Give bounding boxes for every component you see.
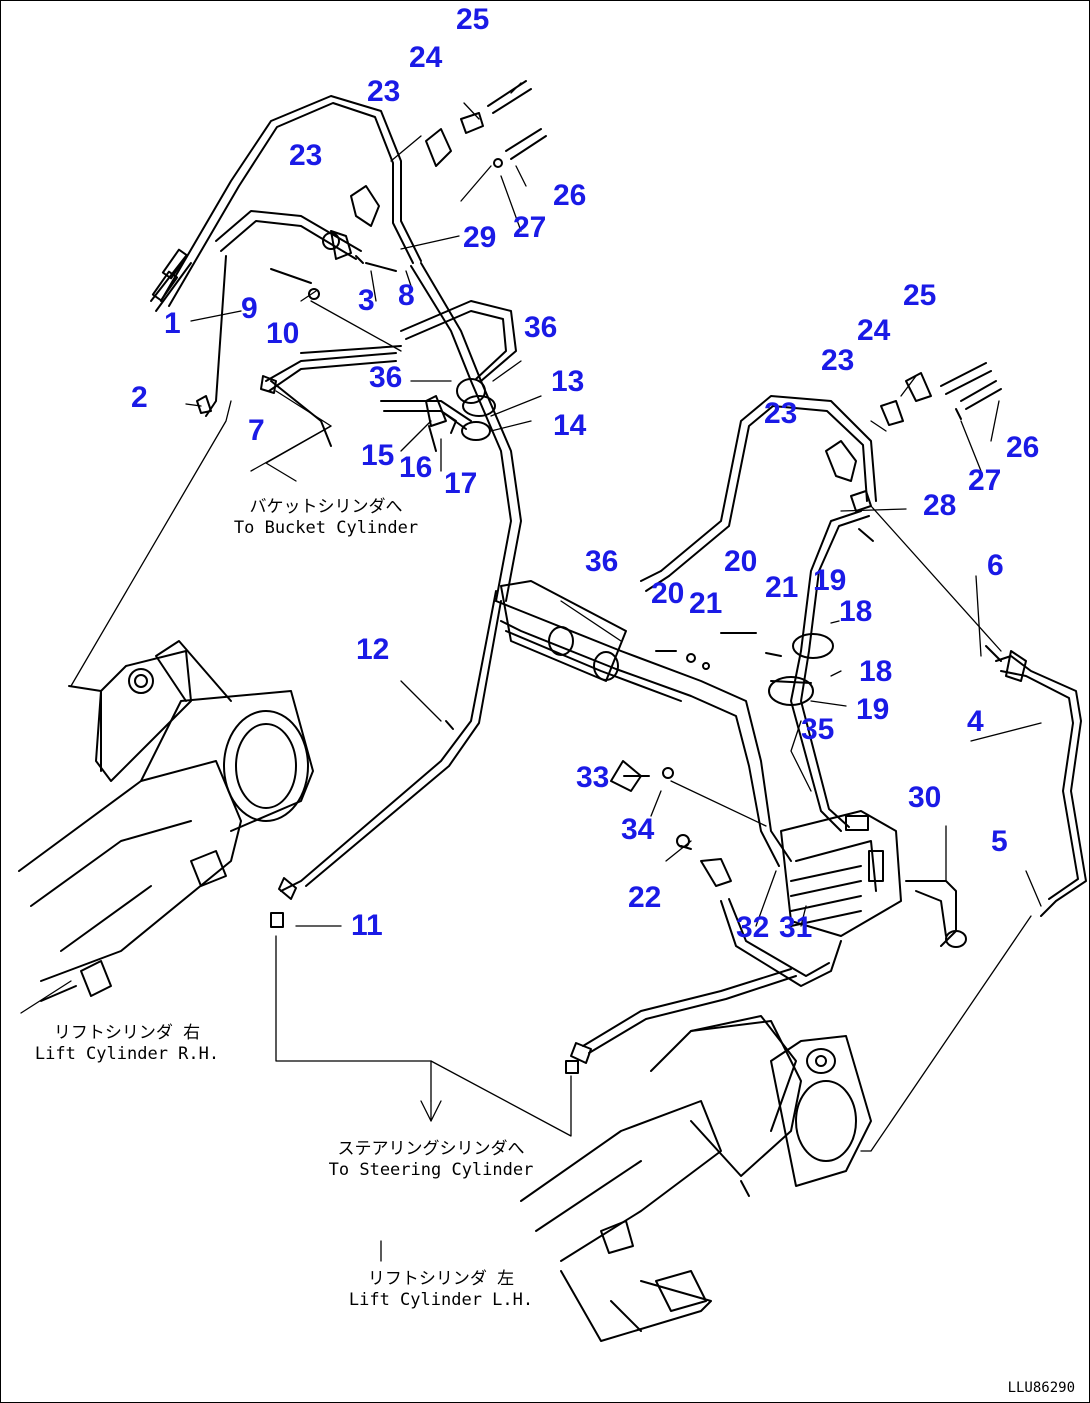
callout-27-top: 27 [513,211,547,244]
callout-21-right: 21 [765,571,799,604]
note-to-bucket-cylinder: バケットシリンダへ To Bucket Cylinder [206,497,446,539]
callout-36-middle: 36 [369,361,403,394]
callout-8: 8 [398,279,415,312]
lift-cylinder-lh [520,1015,872,1342]
callout-18-lower: 18 [859,655,893,688]
drawing-code: LLU86290 [1007,1380,1075,1396]
callout-32: 32 [736,911,770,944]
callout-19-upper: 19 [813,564,847,597]
callout-9: 9 [241,292,258,325]
callout-16: 16 [399,451,433,484]
callout-27-right: 27 [968,464,1002,497]
callout-23-right-lower: 23 [764,397,798,430]
note-lift-cylinder-rh: リフトシリンダ 右 Lift Cylinder R.H. [7,1023,247,1065]
callout-23-top: 23 [367,75,401,108]
note-bucket-jp: バケットシリンダへ [249,497,403,517]
callout-17: 17 [444,467,478,500]
callout-25-top: 25 [456,3,490,36]
callout-3: 3 [358,284,375,317]
note-steering-jp: ステアリングシリンダへ [337,1139,525,1159]
callout-2: 2 [131,381,148,414]
callout-24-top: 24 [409,41,443,74]
callout-4: 4 [967,705,984,738]
callout-14: 14 [553,409,587,442]
note-lift-lh-jp: リフトシリンダ 左 [367,1269,515,1289]
callout-5: 5 [991,825,1008,858]
callout-23-upper-left: 23 [289,139,323,172]
callout-26-top: 26 [553,179,587,212]
callout-12: 12 [356,633,390,666]
callout-36-upper: 36 [524,311,558,344]
callout-13: 13 [551,365,585,398]
callout-15: 15 [361,439,395,472]
callout-22: 22 [628,881,662,914]
callout-1: 1 [164,307,181,340]
note-lift-cylinder-lh: リフトシリンダ 左 Lift Cylinder L.H. [321,1269,561,1311]
callout-7: 7 [248,414,265,447]
callout-10: 10 [266,317,300,350]
note-lift-lh-en: Lift Cylinder L.H. [348,1290,534,1310]
callout-21-left: 21 [689,587,723,620]
callout-34: 34 [621,813,655,846]
callout-20-left: 20 [651,577,685,610]
note-lift-rh-jp: リフトシリンダ 右 [53,1023,201,1043]
callout-23-right-upper: 23 [821,344,855,377]
callout-28: 28 [923,489,957,522]
callout-29: 29 [463,221,497,254]
steering-hose [196,375,447,452]
callout-33: 33 [576,761,610,794]
callout-19-lower: 19 [856,693,890,726]
callout-11: 11 [351,909,383,942]
main-piping [270,580,792,928]
note-to-steering-cylinder: ステアリングシリンダへ To Steering Cylinder [301,1139,561,1181]
callout-26-right: 26 [1006,431,1040,464]
callout-18-upper: 18 [839,595,873,628]
callout-6: 6 [987,549,1004,582]
callout-20-right: 20 [724,545,758,578]
note-lift-rh-en: Lift Cylinder R.H. [34,1044,220,1064]
callout-35: 35 [801,713,835,746]
hose-assembly-upper [150,80,547,602]
callout-24-right: 24 [857,314,891,347]
leader-lines [20,82,1042,1262]
callout-30: 30 [908,781,942,814]
callout-31: 31 [779,911,813,944]
lift-cylinder-rh [18,640,314,1002]
note-bucket-en: To Bucket Cylinder [233,518,419,538]
callout-25-right: 25 [903,279,937,312]
note-steering-en: To Steering Cylinder [328,1160,534,1180]
valve-block [565,760,967,1074]
callout-36-lower: 36 [585,545,619,578]
